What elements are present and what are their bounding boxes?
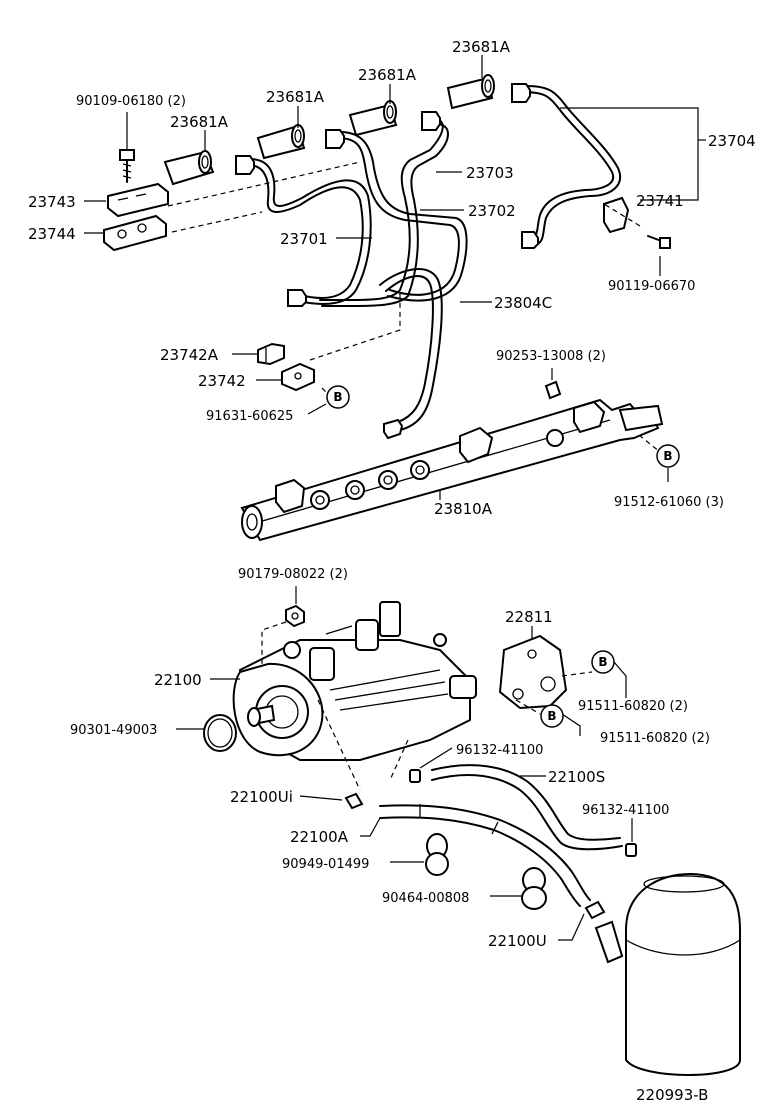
label-91512: 91512-61060 (3) — [614, 495, 724, 510]
common-rail-23810A[interactable] — [240, 398, 664, 542]
o-ring-90301[interactable] — [203, 714, 237, 752]
label-90464: 90464-00808 — [382, 891, 469, 906]
hose-clip-22100Ui[interactable] — [344, 792, 364, 810]
bracket-22811[interactable] — [498, 634, 568, 710]
label-23701: 23701 — [280, 230, 328, 248]
label-90253: 90253-13008 (2) — [496, 349, 606, 364]
label-91631: 91631-60625 — [206, 409, 293, 424]
label-91511-a: 91511-60820 (2) — [578, 699, 688, 714]
label-22100A: 22100A — [290, 828, 349, 846]
marker-b-91512: B — [656, 444, 680, 468]
pipe-clamp-23741[interactable] — [603, 196, 630, 234]
svg-text:B: B — [598, 655, 607, 669]
label-22100U: 22100U — [488, 932, 547, 950]
bolt-90109[interactable] — [119, 149, 135, 183]
label-22100: 22100 — [154, 671, 202, 689]
label-90119: 90119-06670 — [608, 279, 695, 294]
marker-b-91511-a: B — [591, 650, 615, 674]
marker-b-91631: B — [326, 385, 350, 409]
label-22100Ui: 22100Ui — [230, 788, 293, 806]
label-23681A-4: 23681A — [170, 113, 229, 131]
pipe-sleeve-23681A-2[interactable] — [256, 124, 306, 160]
part-labels: 23681A 23681A 23681A 23681A 90109-06180 … — [28, 38, 756, 1104]
label-23681A-3: 23681A — [266, 88, 325, 106]
svg-text:B: B — [547, 709, 556, 723]
label-23704: 23704 — [708, 132, 756, 150]
label-23702: 23702 — [468, 202, 516, 220]
leader-lines — [84, 55, 706, 941]
label-22100S: 22100S — [548, 768, 605, 786]
injection-pipe-23701[interactable] — [235, 155, 372, 307]
label-96132-b: 96132-41100 — [582, 803, 669, 818]
label-23742: 23742 — [198, 372, 246, 390]
pipe-clamp-23743[interactable] — [107, 182, 169, 218]
label-23681A-top: 23681A — [452, 38, 511, 56]
fuel-hose-22100A[interactable] — [379, 804, 591, 907]
hose-clamp-90949[interactable] — [425, 833, 449, 876]
fuel-filter-housing[interactable] — [594, 872, 741, 1076]
label-90179: 90179-08022 (2) — [238, 567, 348, 582]
pipe-sleeve-23681A-1[interactable] — [163, 150, 215, 186]
label-90109: 90109-06180 (2) — [76, 94, 186, 109]
label-90949: 90949-01499 — [282, 857, 369, 872]
fuel-hose-22100S[interactable] — [431, 764, 623, 851]
label-23703: 23703 — [466, 164, 514, 182]
injection-pump-22100[interactable] — [232, 601, 477, 761]
hose-clip-22100U[interactable] — [584, 900, 606, 920]
label-23743: 23743 — [28, 193, 76, 211]
label-23742A: 23742A — [160, 346, 219, 364]
sleeve-90253[interactable] — [544, 380, 562, 400]
pipe-clamp-23744[interactable] — [103, 214, 167, 252]
marker-b-91511-b: B — [540, 704, 564, 728]
hose-clip-96132-a[interactable] — [409, 769, 421, 783]
label-23810A: 23810A — [434, 500, 493, 518]
diagram-reference-code: 220993-B — [636, 1086, 708, 1104]
label-23681A-2: 23681A — [358, 66, 417, 84]
hose-clamp-90464[interactable] — [521, 867, 547, 910]
label-91511-b: 91511-60820 (2) — [600, 731, 710, 746]
svg-text:B: B — [663, 449, 672, 463]
label-23744: 23744 — [28, 225, 76, 243]
bolt-90119[interactable] — [647, 235, 671, 249]
label-22811: 22811 — [505, 608, 553, 626]
label-96132-a: 96132-41100 — [456, 743, 543, 758]
label-90301: 90301-49003 — [70, 723, 157, 738]
injection-pipe-23704[interactable] — [511, 83, 621, 249]
pipe-sleeve-23681A-3[interactable] — [348, 100, 398, 137]
hose-clip-96132-b[interactable] — [625, 843, 637, 857]
leak-pipe-23804C[interactable] — [379, 268, 443, 440]
svg-text:B: B — [333, 390, 342, 404]
pipe-sleeve-23681A-4[interactable] — [446, 74, 495, 110]
label-23804C: 23804C — [494, 294, 552, 312]
nut-90179[interactable] — [285, 604, 305, 628]
pipe-clamp-23742[interactable] — [281, 362, 315, 392]
label-23741: 23741 — [636, 192, 684, 210]
pipe-clamp-23742A[interactable] — [257, 342, 285, 366]
